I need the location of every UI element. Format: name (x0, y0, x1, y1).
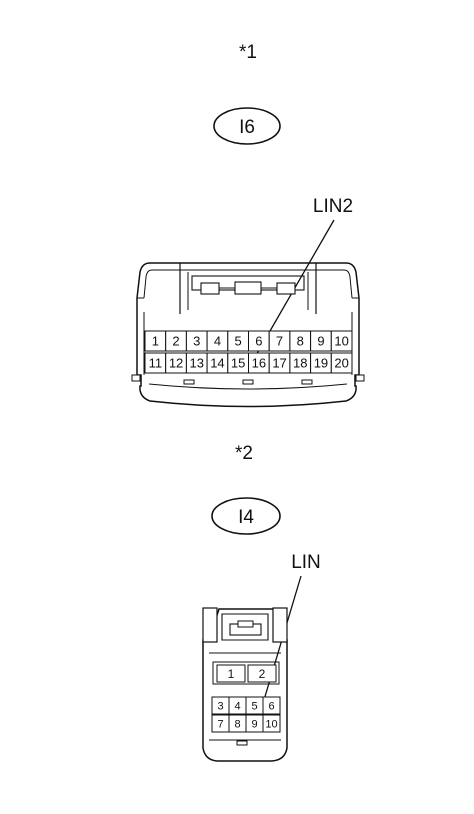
pin-number: 1 (228, 667, 235, 681)
connector1-note: *1 (239, 42, 257, 63)
pin-number: 10 (334, 334, 348, 349)
pin-number: 4 (234, 700, 240, 712)
pin-number: 5 (251, 700, 257, 712)
pin-number: 10 (265, 718, 277, 730)
connector2-code: I4 (238, 507, 254, 528)
pin-cell (262, 714, 281, 733)
pin-number: 3 (217, 700, 223, 712)
pin-number: 7 (217, 718, 223, 730)
pin-number: 7 (276, 334, 283, 349)
connector1-code: I6 (239, 117, 255, 138)
connector1-code-badge: I6 (213, 107, 281, 145)
pin-number: 5 (235, 334, 242, 349)
connector2-note: *2 (235, 443, 253, 464)
pin-number: 2 (259, 667, 266, 681)
pin-number: 6 (255, 334, 262, 349)
pin-number: 20 (334, 356, 348, 371)
connector2-code-ellipse (211, 497, 281, 535)
connector1-code-ellipse (213, 107, 281, 145)
connector2-callout-label: LIN (291, 552, 321, 573)
pin-number: 3 (193, 334, 200, 349)
pin-number: 2 (172, 334, 179, 349)
connector1-callout-label: LIN2 (313, 196, 353, 217)
pin-number: 13 (190, 356, 204, 371)
pin-number: 17 (272, 356, 286, 371)
pin-number: 18 (293, 356, 307, 371)
pin-number: 19 (314, 356, 328, 371)
pin-number: 6 (268, 700, 274, 712)
connector2-callout-line (257, 575, 302, 721)
pin-number: 11 (149, 356, 163, 371)
pin-cell (330, 352, 353, 374)
pin-cell (247, 664, 277, 683)
pin-number: 8 (234, 718, 240, 730)
pin-cell (216, 664, 246, 683)
pin-cell (262, 696, 281, 715)
pin-number: 15 (231, 356, 245, 371)
connector2-code-badge: I4 (211, 497, 281, 535)
pin-cell (330, 330, 353, 352)
pin-number: 9 (317, 334, 324, 349)
pin-number: 12 (169, 356, 183, 371)
upper-cavity-frame (212, 661, 280, 685)
pin-number: 1 (152, 334, 159, 349)
pin-number: 8 (297, 334, 304, 349)
pin-number: 16 (252, 356, 266, 371)
connector2-housing (202, 607, 288, 762)
pin-number: 9 (251, 718, 257, 730)
pin-number: 14 (210, 356, 224, 371)
pin-number: 4 (214, 334, 221, 349)
